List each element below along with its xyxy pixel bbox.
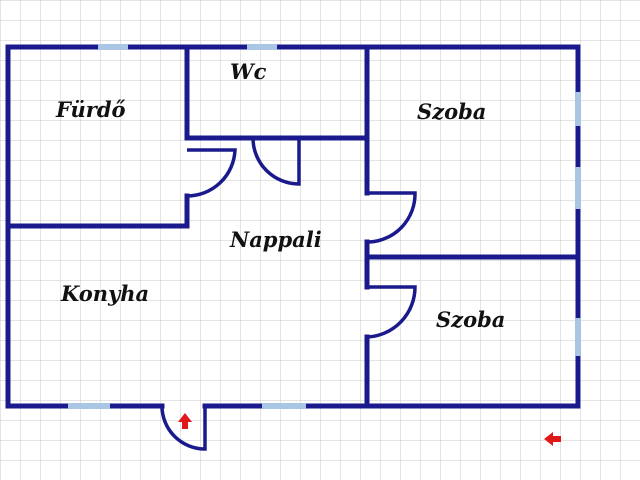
- room-label-szoba-lower: Szoba: [436, 307, 505, 332]
- up-arrow-icon: [178, 413, 192, 429]
- room-label-wc: Wc: [230, 59, 267, 84]
- door-furdo: [186, 148, 237, 198]
- door-wc: [251, 137, 301, 186]
- left-arrow-icon: [544, 432, 561, 446]
- windows: [68, 44, 581, 409]
- window-top-1: [98, 44, 128, 50]
- window-top-2: [247, 44, 277, 50]
- window-right-2: [575, 167, 581, 209]
- door-entrance: [160, 405, 207, 451]
- room-labels: Fürdő Wc Szoba Nappali Konyha Szoba: [55, 59, 505, 332]
- room-label-konyha: Konyha: [60, 281, 149, 306]
- room-label-nappali: Nappali: [229, 227, 322, 252]
- door-szoba-upper: [366, 191, 417, 244]
- window-right-3: [575, 318, 581, 356]
- window-right-1: [575, 92, 581, 126]
- window-bottom-2: [262, 403, 306, 409]
- window-bottom-1: [68, 403, 110, 409]
- doors: [160, 137, 417, 451]
- door-szoba-lower: [366, 285, 417, 339]
- room-label-furdo: Fürdő: [55, 97, 126, 122]
- room-label-szoba-upper: Szoba: [417, 99, 486, 124]
